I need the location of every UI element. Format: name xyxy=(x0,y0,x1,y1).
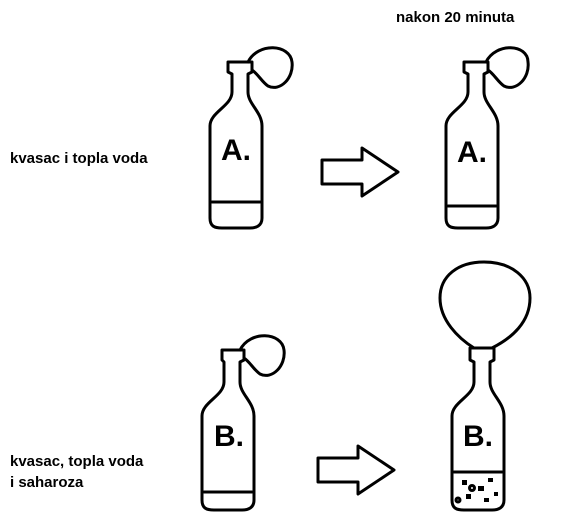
balloon-inflated-b-after xyxy=(438,260,532,350)
condition-b-label-line1: kvasac, topla voda xyxy=(10,453,144,470)
bottle-label-b-after: B. xyxy=(463,420,493,453)
bubble xyxy=(462,480,467,485)
bottle-label-a-after: A. xyxy=(457,136,487,169)
bubble xyxy=(454,496,462,504)
bubble xyxy=(466,494,471,499)
bottle-label-a-before: A. xyxy=(221,134,251,167)
gas-bubbles xyxy=(454,478,498,504)
arrow-a xyxy=(320,146,400,198)
balloon-deflated-b-before xyxy=(238,334,286,377)
bubble xyxy=(478,486,484,491)
bottle-label-b-before: B. xyxy=(214,420,244,453)
bottle-a-before: A. xyxy=(208,46,294,230)
bubble xyxy=(468,484,476,492)
arrow-b xyxy=(316,444,396,496)
bottle-outline-b-after xyxy=(450,346,506,512)
bottle-outline-b-before xyxy=(200,348,256,512)
bottle-a-after: A. xyxy=(444,46,530,230)
bottle-outline-a-after xyxy=(444,60,500,230)
condition-a-label: kvasac i topla voda xyxy=(10,150,148,167)
bottle-b-after: B. xyxy=(438,260,532,512)
balloon-deflated-a-before xyxy=(246,46,294,89)
balloon-deflated-a-after xyxy=(484,46,530,89)
bubble xyxy=(494,492,498,496)
bottle-outline-a-before xyxy=(208,60,264,230)
time-label: nakon 20 minuta xyxy=(396,9,515,26)
bubble xyxy=(488,478,493,482)
bubble xyxy=(484,498,489,502)
bottle-b-before: B. xyxy=(200,334,286,512)
condition-b-label-line2: i saharoza xyxy=(10,474,84,491)
